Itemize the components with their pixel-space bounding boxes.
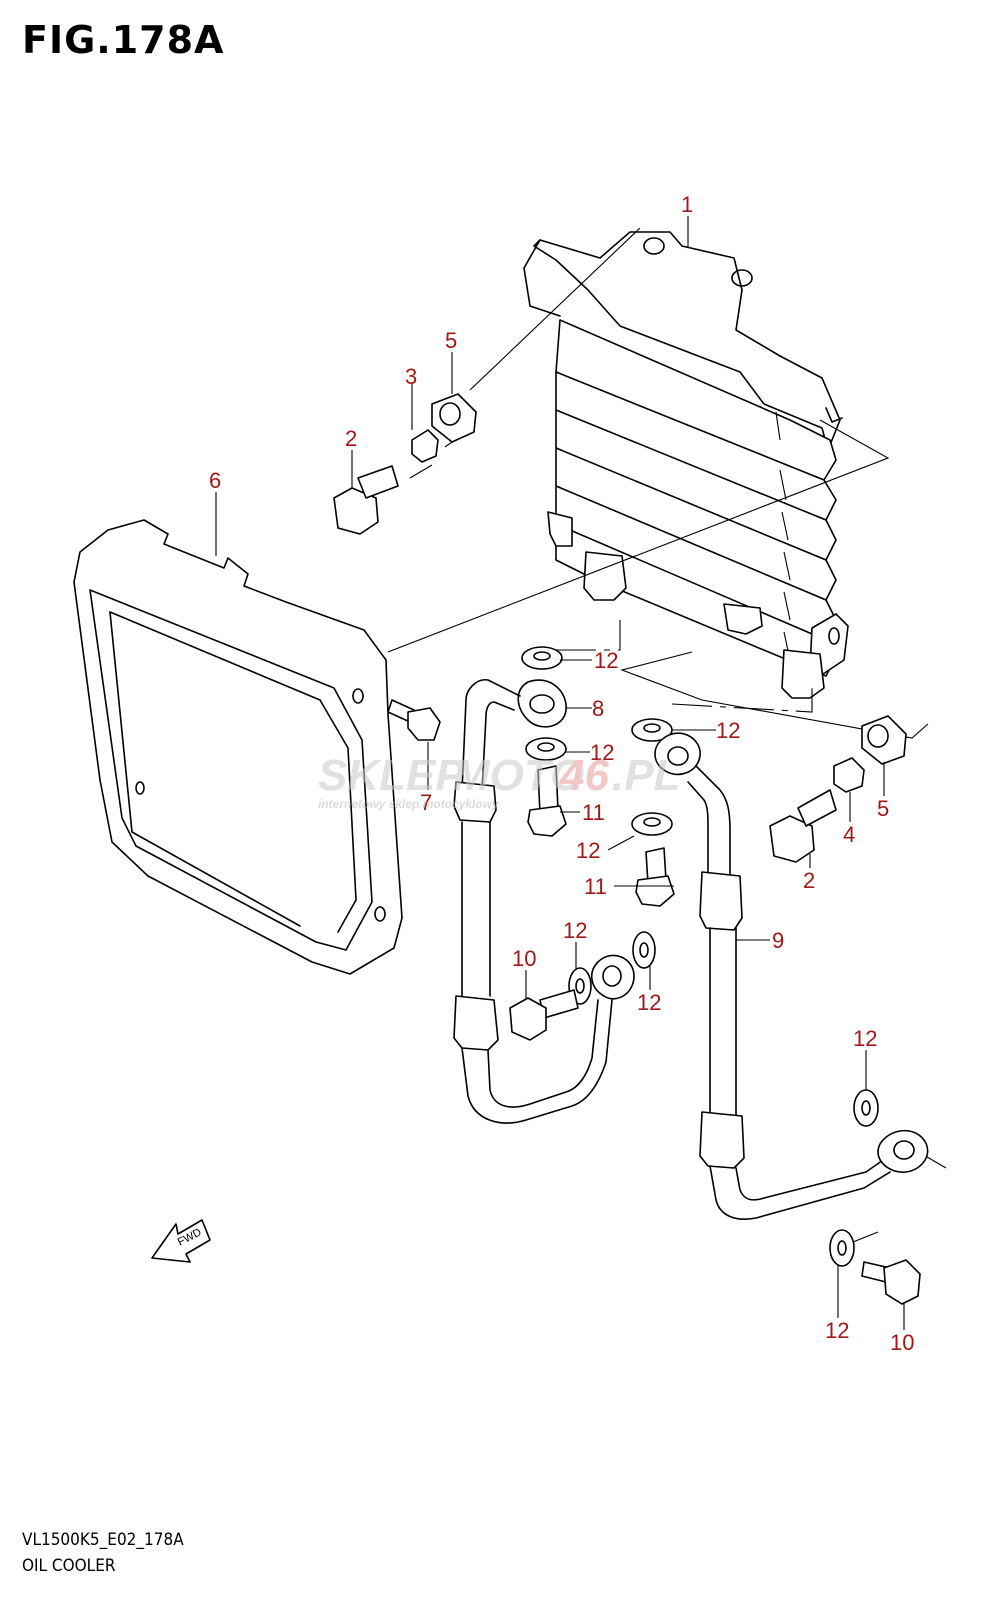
- callout-12d: 12: [576, 838, 600, 863]
- grommet-5-right: [861, 715, 907, 765]
- callout-5b: 5: [877, 796, 889, 821]
- watermark: SKLEP MOTO 46 .PL internetowy sklep moto…: [318, 751, 680, 811]
- callout-leaders: [215, 216, 905, 1330]
- bolt-7: [387, 699, 441, 741]
- callout-7: 7: [420, 790, 432, 815]
- union-bolts: [527, 765, 675, 907]
- grommet-5-left: [431, 393, 477, 443]
- callout-12f: 12: [637, 990, 661, 1015]
- watermark-46: 46: [559, 751, 609, 800]
- callout-3: 3: [405, 364, 417, 389]
- figure-title: FIG.178A: [22, 18, 225, 62]
- watermark-tagline: internetowy sklep motocyklowy: [318, 797, 500, 811]
- bolt-2-left: [333, 465, 399, 535]
- callout-10b: 10: [890, 1330, 914, 1355]
- union-bolts-10: [509, 989, 921, 1305]
- callout-12h: 12: [825, 1318, 849, 1343]
- callout-11b: 11: [584, 874, 607, 899]
- callout-11a: 11: [582, 800, 605, 825]
- callout-2b: 2: [803, 868, 815, 893]
- callout-2a: 2: [345, 426, 357, 451]
- collar-4: [833, 757, 865, 793]
- callout-6: 6: [209, 468, 221, 493]
- watermark-pl: .PL: [612, 751, 680, 800]
- callout-12c: 12: [716, 718, 740, 743]
- callout-1: 1: [681, 192, 693, 217]
- callout-numbers: 1 5 3 2 6 12 8 12 12 7 11 12 11 2 4 5 9 …: [209, 192, 914, 1355]
- callout-5a: 5: [445, 328, 457, 353]
- callout-10a: 10: [512, 946, 536, 971]
- oil-cooler-part: [523, 231, 849, 699]
- washers: [521, 646, 879, 1267]
- footer-model-code: VL1500K5_E02_178A: [22, 1530, 184, 1550]
- bolt-2-right: [769, 789, 837, 863]
- fwd-arrow-icon: FWD: [151, 1219, 211, 1263]
- hose-9: [654, 732, 929, 1220]
- cooler-fins: [555, 319, 837, 677]
- collar-3: [411, 429, 439, 463]
- callout-12g: 12: [853, 1026, 877, 1051]
- callout-8: 8: [592, 696, 604, 721]
- footer-section-name: OIL COOLER: [22, 1556, 116, 1576]
- watermark-sklep: SKLEP: [318, 751, 465, 800]
- cooler-shroud-part: [73, 519, 403, 975]
- callout-9: 9: [772, 928, 784, 953]
- callout-12e: 12: [563, 918, 587, 943]
- watermark-moto: MOTO: [453, 751, 584, 800]
- hose-8: [453, 679, 635, 1124]
- callout-4: 4: [843, 822, 855, 847]
- callout-12a: 12: [594, 648, 618, 673]
- callout-12b: 12: [590, 740, 614, 765]
